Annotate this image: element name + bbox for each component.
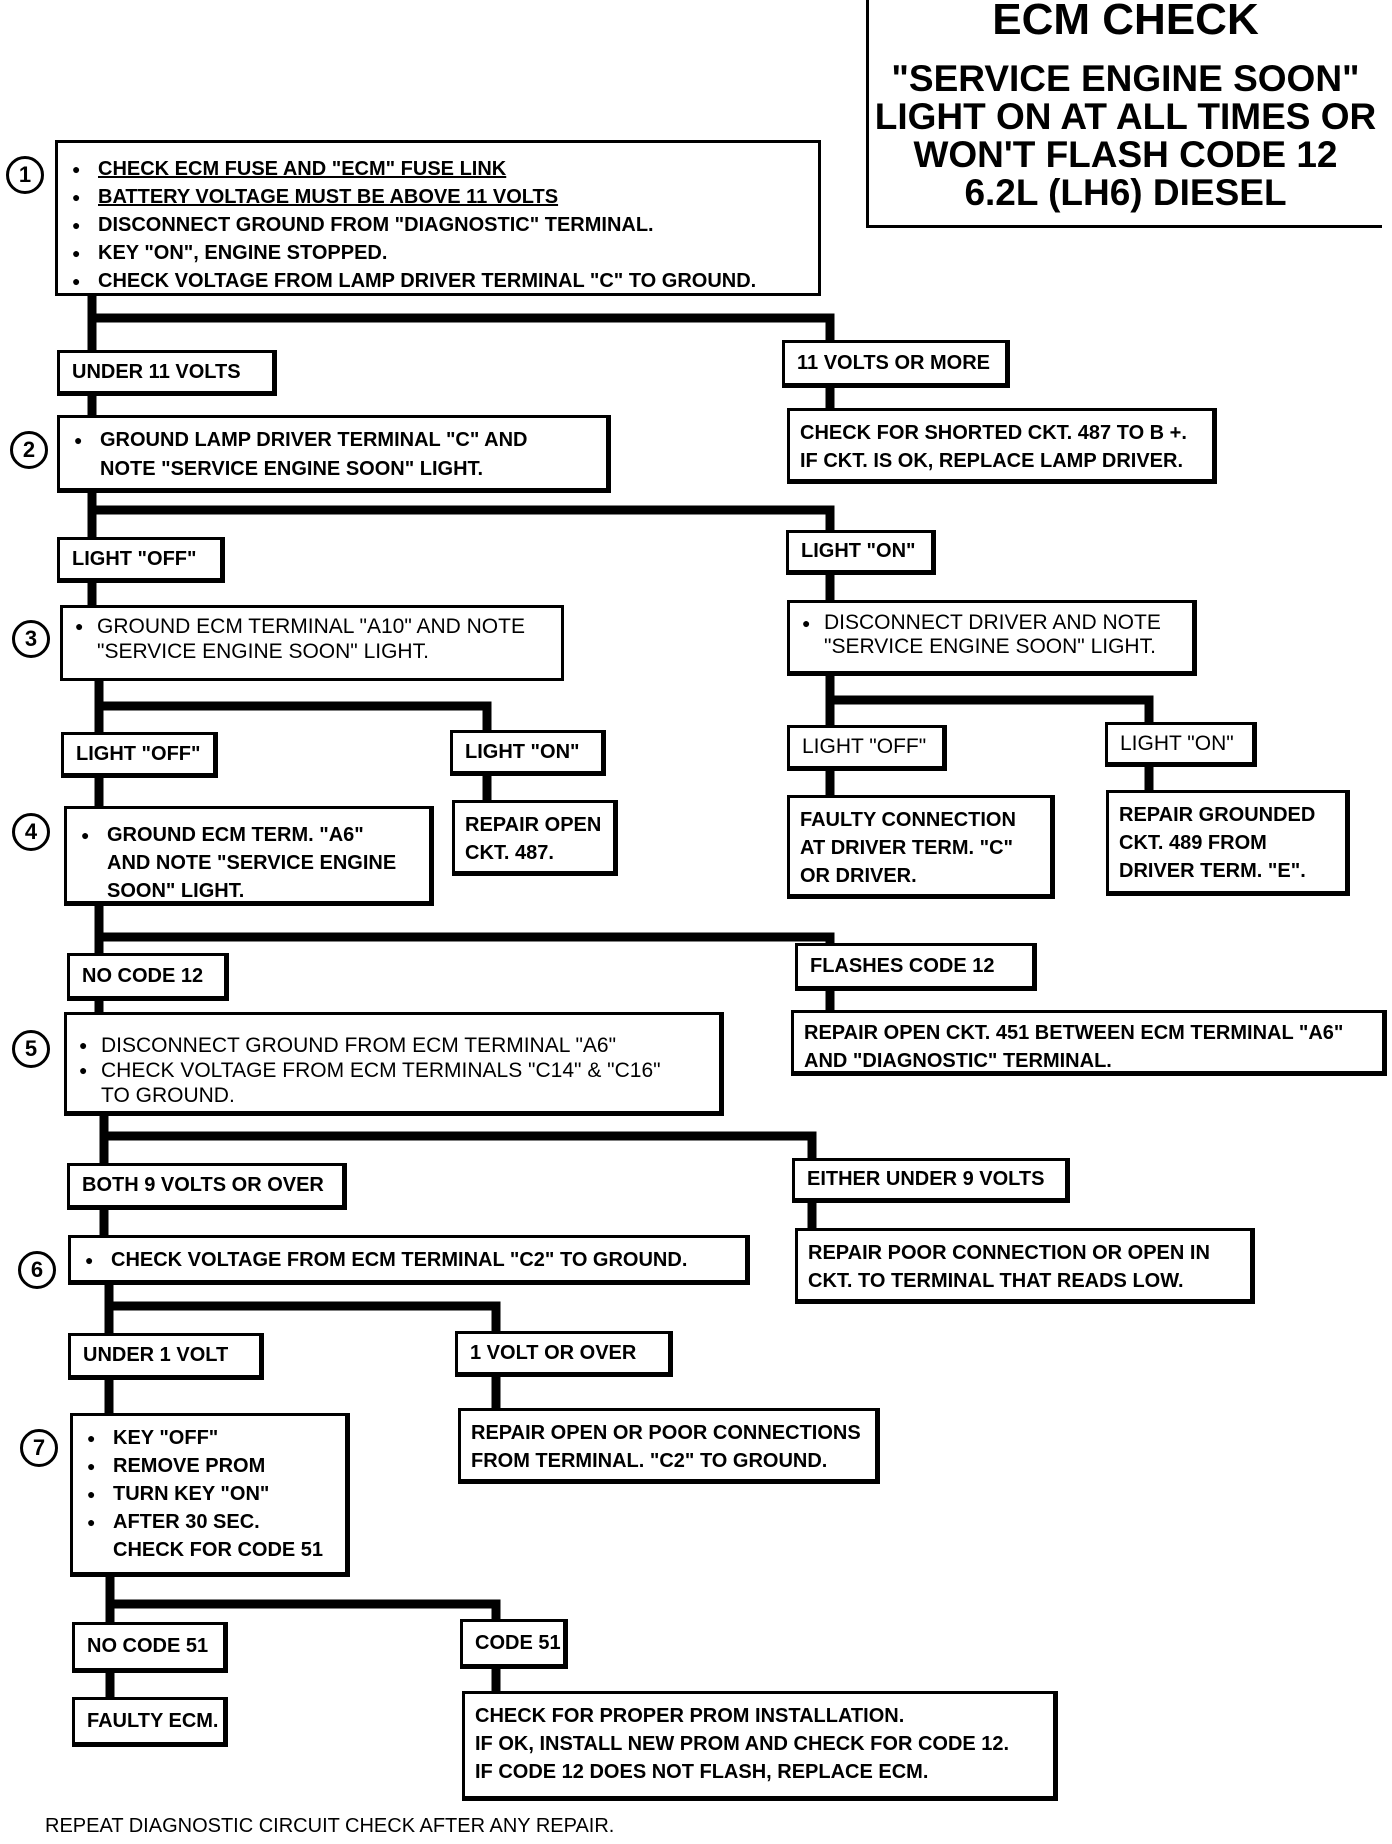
title-line-3: WON'T FLASH CODE 12 [913, 134, 1338, 175]
faulty-connection-line: OR DRIVER. [800, 865, 917, 887]
step7-item: CHECK FOR CODE 51 [113, 1539, 324, 1561]
step-number-7: 7 [20, 1429, 58, 1467]
step2-box: GROUND LAMP DRIVER TERMINAL "C" AND NOTE… [57, 415, 611, 493]
repair-poor-box: REPAIR POOR CONNECTION OR OPEN IN CKT. T… [795, 1228, 1255, 1304]
label-under-11-volts: UNDER 11 VOLTS [57, 350, 277, 396]
label-either-under-9: EITHER UNDER 9 VOLTS [792, 1158, 1070, 1203]
step4-item: SOON" LIGHT. [107, 880, 245, 902]
connector-step4 [94, 898, 835, 962]
connector-step2 [87, 485, 835, 550]
step3-item: GROUND ECM TERMINAL "A10" AND NOTE [73, 614, 551, 639]
title-block: ECM CHECK "SERVICE ENGINE SOON" LIGHT ON… [866, 0, 1382, 228]
faulty-connection-box: FAULTY CONNECTION AT DRIVER TERM. "C" OR… [787, 795, 1055, 899]
connector-step6 [104, 1277, 501, 1341]
label-1-volt-or-over: 1 VOLT OR OVER [455, 1331, 673, 1377]
step1-item: CHECK ECM FUSE AND "ECM" FUSE LINK [68, 155, 808, 183]
connector-step3 [94, 673, 492, 745]
step-number-1: 1 [6, 156, 44, 194]
connector-step7 [105, 1569, 501, 1631]
step4-box: GROUND ECM TERM. "A6" AND NOTE "SERVICE … [64, 806, 434, 906]
repair-open-451-line: REPAIR OPEN CKT. 451 BETWEEN ECM TERMINA… [804, 1022, 1344, 1044]
label-light-on-2: LIGHT "ON" [450, 730, 606, 776]
label-flashes-code-12: FLASHES CODE 12 [795, 943, 1037, 991]
step4-item: GROUND ECM TERM. "A6" [77, 821, 419, 849]
shorted-ckt-line: IF CKT. IS OK, REPLACE LAMP DRIVER. [800, 450, 1183, 472]
prom-check-line: IF CODE 12 DOES NOT FLASH, REPLACE ECM. [475, 1761, 929, 1783]
repair-grounded-line: REPAIR GROUNDED [1119, 804, 1316, 826]
repair-open-487-line: REPAIR OPEN [465, 814, 602, 836]
connector-step1 [87, 287, 835, 360]
step5-item: DISCONNECT GROUND FROM ECM TERMINAL "A6" [77, 1033, 709, 1058]
step7-box: KEY "OFF" REMOVE PROM TURN KEY "ON" AFTE… [70, 1413, 350, 1577]
faulty-connection-line: FAULTY CONNECTION [800, 809, 1016, 831]
step5-box: DISCONNECT GROUND FROM ECM TERMINAL "A6"… [64, 1012, 724, 1116]
repair-open-c2-box: REPAIR OPEN OR POOR CONNECTIONS FROM TER… [458, 1408, 880, 1484]
label-no-code-12: NO CODE 12 [67, 953, 229, 1001]
step-number-3: 3 [12, 620, 50, 658]
step1-item: BATTERY VOLTAGE MUST BE ABOVE 11 VOLTS [68, 183, 808, 211]
step1-item: DISCONNECT GROUND FROM "DIAGNOSTIC" TERM… [68, 211, 808, 239]
repair-open-c2-line: REPAIR OPEN OR POOR CONNECTIONS [471, 1422, 861, 1444]
shorted-ckt-line: CHECK FOR SHORTED CKT. 487 TO B +. [800, 422, 1187, 444]
step-number-4: 4 [12, 813, 50, 851]
faulty-ecm-box: FAULTY ECM. [72, 1697, 228, 1747]
label-light-on-3: LIGHT "ON" [1105, 722, 1257, 767]
step6-box: CHECK VOLTAGE FROM ECM TERMINAL "C2" TO … [68, 1235, 750, 1285]
step5-item: TO GROUND. [101, 1084, 235, 1107]
connector-driver [825, 667, 1154, 735]
step7-item: KEY "OFF" [83, 1424, 335, 1452]
repair-grounded-line: CKT. 489 FROM [1119, 832, 1267, 854]
step-number-2: 2 [10, 431, 48, 469]
repair-open-487-line: CKT. 487. [465, 842, 554, 864]
connector-step5 [99, 1108, 817, 1175]
step7-item: REMOVE PROM [83, 1452, 335, 1480]
step1-item: CHECK VOLTAGE FROM LAMP DRIVER TERMINAL … [68, 267, 808, 295]
prom-check-line: CHECK FOR PROPER PROM INSTALLATION. [475, 1705, 905, 1727]
repair-grounded-box: REPAIR GROUNDED CKT. 489 FROM DRIVER TER… [1106, 790, 1350, 896]
step7-item: AFTER 30 SEC. [83, 1508, 335, 1536]
label-light-off-3: LIGHT "OFF" [787, 725, 947, 771]
step2-item: GROUND LAMP DRIVER TERMINAL "C" AND [70, 426, 596, 455]
step3-box: GROUND ECM TERMINAL "A10" AND NOTE "SERV… [60, 605, 564, 681]
repair-poor-line: REPAIR POOR CONNECTION OR OPEN IN [808, 1242, 1210, 1264]
disconnect-driver-item: DISCONNECT DRIVER AND NOTE [800, 611, 1182, 635]
label-both-9-volts: BOTH 9 VOLTS OR OVER [67, 1163, 347, 1210]
label-no-code-51: NO CODE 51 [72, 1622, 228, 1673]
repair-open-487-box: REPAIR OPEN CKT. 487. [452, 800, 618, 876]
title-line-1: "SERVICE ENGINE SOON" [891, 58, 1360, 99]
step4-item: AND NOTE "SERVICE ENGINE [107, 852, 397, 874]
repair-open-451-line: AND "DIAGNOSTIC" TERMINAL. [804, 1050, 1112, 1072]
label-light-off-1: LIGHT "OFF" [57, 537, 225, 583]
label-under-1-volt: UNDER 1 VOLT [68, 1333, 264, 1380]
step7-item: TURN KEY "ON" [83, 1480, 335, 1508]
title-main: ECM CHECK [992, 0, 1259, 44]
prom-check-line: IF OK, INSTALL NEW PROM AND CHECK FOR CO… [475, 1733, 1010, 1755]
step1-item: KEY "ON", ENGINE STOPPED. [68, 239, 808, 267]
step6-item: CHECK VOLTAGE FROM ECM TERMINAL "C2" TO … [81, 1246, 735, 1274]
label-11-volts-or-more: 11 VOLTS OR MORE [782, 340, 1010, 388]
step3-item: "SERVICE ENGINE SOON" LIGHT. [97, 640, 429, 663]
repair-open-451-box: REPAIR OPEN CKT. 451 BETWEEN ECM TERMINA… [791, 1010, 1387, 1076]
title-line-4: 6.2L (LH6) DIESEL [964, 172, 1287, 213]
step5-item: CHECK VOLTAGE FROM ECM TERMINALS "C14" &… [77, 1058, 709, 1083]
step2-item: NOTE "SERVICE ENGINE SOON" LIGHT. [100, 458, 484, 480]
repair-grounded-line: DRIVER TERM. "E". [1119, 860, 1306, 882]
faulty-connection-line: AT DRIVER TERM. "C" [800, 837, 1014, 859]
shorted-ckt-box: CHECK FOR SHORTED CKT. 487 TO B +. IF CK… [787, 408, 1217, 484]
footer-note: REPEAT DIAGNOSTIC CIRCUIT CHECK AFTER AN… [45, 1815, 615, 1837]
step-number-5: 5 [12, 1030, 50, 1068]
repair-poor-line: CKT. TO TERMINAL THAT READS LOW. [808, 1270, 1184, 1292]
disconnect-driver-item: "SERVICE ENGINE SOON" LIGHT. [824, 635, 1156, 658]
step-number-6: 6 [18, 1251, 56, 1289]
label-light-off-2: LIGHT "OFF" [61, 732, 218, 778]
disconnect-driver-box: DISCONNECT DRIVER AND NOTE "SERVICE ENGI… [787, 600, 1197, 676]
prom-check-box: CHECK FOR PROPER PROM INSTALLATION. IF O… [462, 1691, 1058, 1801]
repair-open-c2-line: FROM TERMINAL. "C2" TO GROUND. [471, 1450, 828, 1472]
title-line-2: LIGHT ON AT ALL TIMES OR [874, 96, 1377, 137]
label-light-on-1: LIGHT "ON" [786, 530, 936, 575]
label-code-51: CODE 51 [460, 1619, 568, 1669]
step1-box: CHECK ECM FUSE AND "ECM" FUSE LINK BATTE… [55, 140, 821, 296]
